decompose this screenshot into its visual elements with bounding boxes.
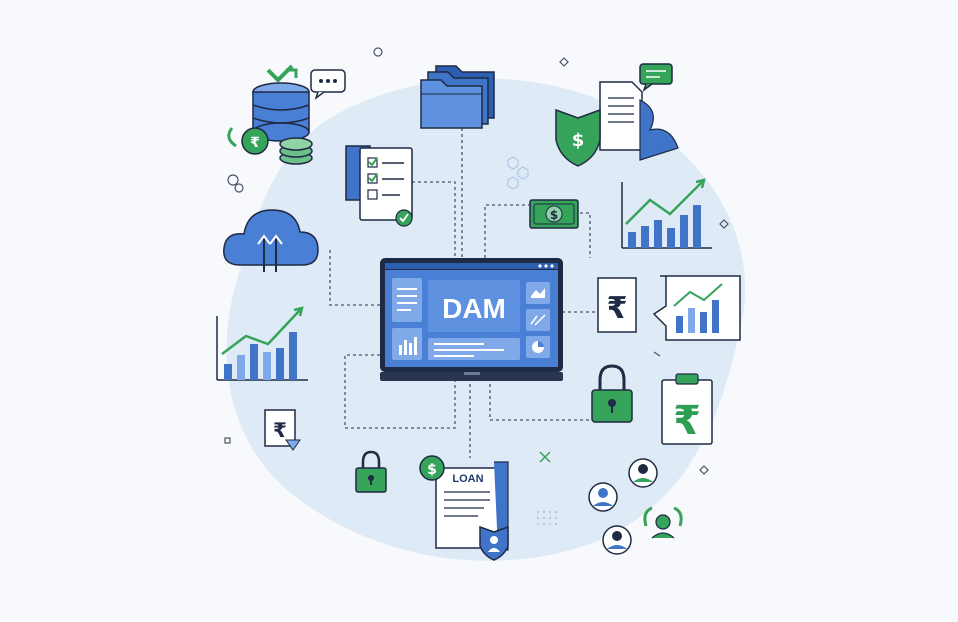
rupee-chart-bubble-icon: ₹ (597, 275, 741, 341)
clipboard-rupee-symbol: ₹ (673, 398, 701, 444)
user-group-icon (588, 458, 683, 555)
decorative-hexagons (507, 156, 529, 190)
connector-lines (329, 128, 600, 458)
contract-dollar-symbol: $ (572, 130, 585, 151)
banknote-dollar-symbol: $ (550, 208, 558, 222)
receipt-rupee-symbol: ₹ (273, 418, 287, 442)
padlock-small-icon (355, 450, 387, 493)
rupee-card-symbol: ₹ (607, 291, 628, 326)
bar-chart-icon (621, 178, 712, 249)
checklist-icon (345, 145, 413, 227)
banknote-icon: $ (529, 199, 579, 229)
contract-shield-icon: $ (555, 63, 679, 167)
loan-label: LOAN (452, 473, 483, 485)
dam-monitor: DAM (380, 258, 563, 381)
loan-dollar-symbol: $ (427, 462, 437, 478)
cloud-upload-icon (223, 209, 319, 272)
folder-stack-icon (420, 65, 495, 129)
rupee-clipboard-icon: ₹ (661, 373, 713, 445)
decorative-sparkles (224, 47, 729, 475)
dam-label: DAM (442, 293, 506, 324)
loan-document-icon: LOAN $ (419, 455, 509, 561)
padlock-icon (591, 364, 633, 423)
decorative-dot-grid (536, 510, 558, 526)
database-icon: ₹ (227, 64, 346, 165)
growth-chart-icon (216, 306, 308, 381)
database-rupee-symbol: ₹ (250, 135, 260, 151)
rupee-receipt-icon: ₹ (264, 409, 301, 451)
